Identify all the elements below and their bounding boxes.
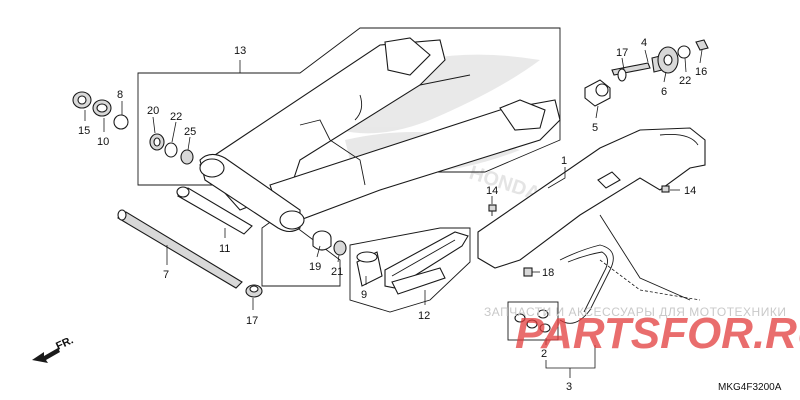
callout-16: 15 xyxy=(78,125,90,137)
callout-13: 13 xyxy=(234,45,246,57)
callout-10: 10 xyxy=(97,136,109,148)
diagram-code: MKG4F3200A xyxy=(718,382,782,393)
pivot-bushing xyxy=(312,230,332,251)
callout-6: 6 xyxy=(661,86,667,98)
front-direction-indicator: FR. xyxy=(32,334,75,363)
slider-collar xyxy=(356,251,383,287)
dust-seal xyxy=(113,114,129,130)
watermark-logo: PARTSFOR.RU xyxy=(515,309,800,358)
callout-9: 9 xyxy=(361,289,367,301)
swingarm xyxy=(199,37,561,233)
callout-18: 17 xyxy=(616,47,628,59)
adjuster-plate xyxy=(657,46,679,74)
chain-joint-parts xyxy=(507,301,559,341)
drive-chain xyxy=(559,244,701,324)
bolt-upper xyxy=(488,204,497,216)
axle-nut xyxy=(245,284,263,298)
callout-21: 20 xyxy=(147,105,159,117)
callout-12: 12 xyxy=(418,310,430,322)
callout-1: 1 xyxy=(561,155,567,167)
nut-15 xyxy=(695,39,709,51)
callout-7: 7 xyxy=(163,269,169,281)
chain-slider xyxy=(384,231,469,295)
watermark: ЗАПЧАСТИ И АКСЕССУАРЫ ДЛЯ МОТОТЕХНИКИ PA… xyxy=(484,305,800,358)
direction-label: FR. xyxy=(54,334,75,352)
needle-bearing xyxy=(92,99,112,117)
pivot-seal-right xyxy=(333,240,347,256)
chain-adjuster xyxy=(584,79,611,107)
chain-case xyxy=(477,127,706,301)
callout-20: 19 xyxy=(309,261,321,273)
callout-2: 2 xyxy=(541,348,547,360)
callout-8: 8 xyxy=(117,89,123,101)
callout-11: 11 xyxy=(219,243,230,255)
callout-14-right: 14 xyxy=(684,185,696,197)
callout-15: 16 xyxy=(695,66,707,78)
watermark-text: ЗАПЧАСТИ И АКСЕССУАРЫ ДЛЯ МОТОТЕХНИКИ xyxy=(484,305,786,319)
callout-labels: 13 8 15 10 20 22 25 11 7 17 19 21 9 12 1… xyxy=(78,37,707,393)
slider-group-outline xyxy=(349,227,471,313)
bolt-right xyxy=(661,185,670,193)
bearing-24 xyxy=(164,142,178,158)
seal-21 xyxy=(149,133,165,151)
callout-3: 3 xyxy=(566,381,572,393)
callout-19: 18 xyxy=(542,267,554,279)
circlip-25 xyxy=(180,149,194,165)
callout-14-upper: 14 xyxy=(486,185,498,197)
pivot-cap-nut xyxy=(72,91,92,109)
callout-25: 25 xyxy=(184,126,196,138)
callout-4: 4 xyxy=(641,37,647,49)
callout-23: 22 xyxy=(679,75,691,87)
bolt-19 xyxy=(523,267,533,277)
arrow-down-left-icon xyxy=(32,348,60,363)
callout-22: 21 xyxy=(331,266,343,278)
callout-5: 5 xyxy=(592,122,598,134)
pivot-collar xyxy=(176,186,253,235)
callout-24: 22 xyxy=(170,111,182,123)
callout-17: 17 xyxy=(246,315,258,327)
pivot-axle xyxy=(117,209,243,289)
leader-lines xyxy=(84,49,703,378)
washer-4 xyxy=(617,68,627,82)
washer-23 xyxy=(677,45,691,59)
